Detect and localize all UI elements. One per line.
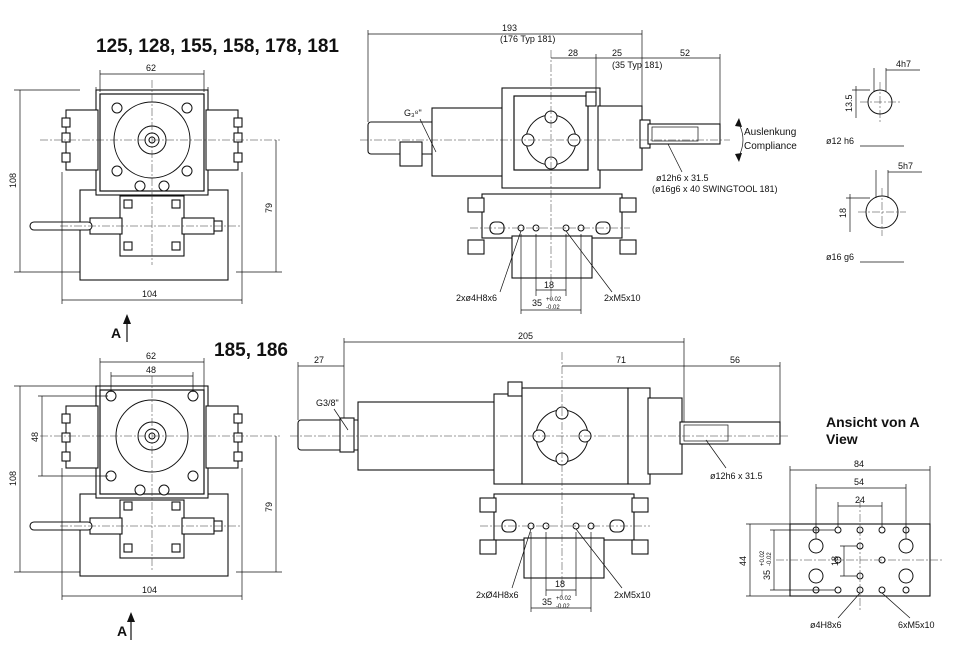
dim-56: 56 [730,355,740,365]
dim-44: 44 [738,556,748,566]
screws-spec-bottom: 2xM5x10 [614,590,651,600]
dim-54: 54 [854,477,864,487]
dim-16g6: ø16 g6 [826,252,854,262]
shaft-detail-16: 5h7 18 ø16 g6 [826,161,922,263]
title-bottom-models: 185, 186 [214,340,288,361]
dim-84: 84 [854,459,864,469]
deflection-label: Auslenkung [744,127,796,138]
dim-48-vertical: 48 [30,432,40,442]
tol-minus-bottom: -0.02 [556,604,570,610]
dim-25-note: (35 Typ 181) [612,60,662,70]
shaft-spec-bottom: ø12h6 x 31.5 [710,471,763,481]
dim-108-top: 108 [8,173,18,188]
dim-25: 25 [612,48,622,58]
pins-spec-view-a: ø4H8x6 [810,620,842,630]
dim-28: 28 [568,48,578,58]
screws-spec-top: 2xM5x10 [604,293,641,303]
shaft-spec-swingtool: (ø16g6 x 40 SWINGTOOL 181) [652,184,778,194]
tol-plus-bottom: +0.02 [556,596,572,602]
dim-79-top: 79 [264,203,274,213]
dim-24: 24 [855,495,865,505]
dim-12h6: ø12 h6 [826,136,854,146]
dim-71: 71 [616,355,626,365]
shaft-spec-top: ø12h6 x 31.5 [656,173,709,183]
tol-minus-view-a: -0.02 [767,552,773,566]
dim-18-shaft: 18 [838,208,848,218]
dim-52: 52 [680,48,690,58]
dim-193-note: (176 Typ 181) [500,34,555,44]
dim-27: 27 [314,355,324,365]
dim-4h7: 4h7 [896,59,911,69]
view-arrow-bottom: A [117,612,135,640]
screws-spec-view-a: 6xM5x10 [898,620,935,630]
dim-13-5: 13.5 [844,94,854,112]
dim-104-bottom: 104 [142,585,157,595]
dim-35-view-a: 35 [762,570,772,580]
dim-18-bottom: 18 [555,579,565,589]
dim-62-bottom: 62 [146,351,156,361]
compliance-label: Compliance [744,141,797,152]
title-top-models: 125, 128, 155, 158, 178, 181 [96,36,339,57]
dim-35-top: 35 [532,298,542,308]
thread-g38-bottom: G3/8" [316,398,339,408]
view-a-plate: 84 54 24 44 35 +0.02 -0.02 18 ø4H8x6 6xM… [738,459,944,630]
dim-35-bottom: 35 [542,597,552,607]
view-a-subheading: View [826,431,858,447]
front-view-bottom: 62 48 48 108 79 104 [8,351,282,600]
front-view-top: 62 108 79 104 [8,63,282,304]
dim-193: 193 [502,23,517,33]
dim-5h7: 5h7 [898,161,913,171]
side-view-bottom: 27 205 71 56 G3/8" ø12h6 x 31.5 18 35 +0… [290,331,790,612]
shaft-detail-12: 4h7 13.5 ø12 h6 [826,59,920,147]
dim-62-top: 62 [146,63,156,73]
side-view-top: 193 (176 Typ 181) 28 25 (35 Typ 181) 52 … [360,23,797,314]
tol-minus-top: -0.02 [546,305,560,311]
pins-spec-bottom: 2xØ4H8x6 [476,590,519,600]
view-arrow-top: A [111,314,131,342]
view-a-heading: Ansicht von A [826,414,920,430]
view-marker-top: A [111,325,121,341]
dim-205: 205 [518,331,533,341]
tol-plus-view-a: +0.02 [760,550,766,566]
dim-48-horizontal: 48 [146,365,156,375]
tol-plus-top: +0.02 [546,297,562,303]
view-marker-bottom: A [117,623,127,639]
dim-18-top: 18 [544,280,554,290]
dim-108-bottom: 108 [8,471,18,486]
pins-spec-top: 2xø4H8x6 [456,293,497,303]
dim-104-top: 104 [142,289,157,299]
thread-g38-top: G₃⁸" [404,108,422,118]
dim-18-view-a: 18 [830,556,840,566]
dim-79-bottom: 79 [264,502,274,512]
